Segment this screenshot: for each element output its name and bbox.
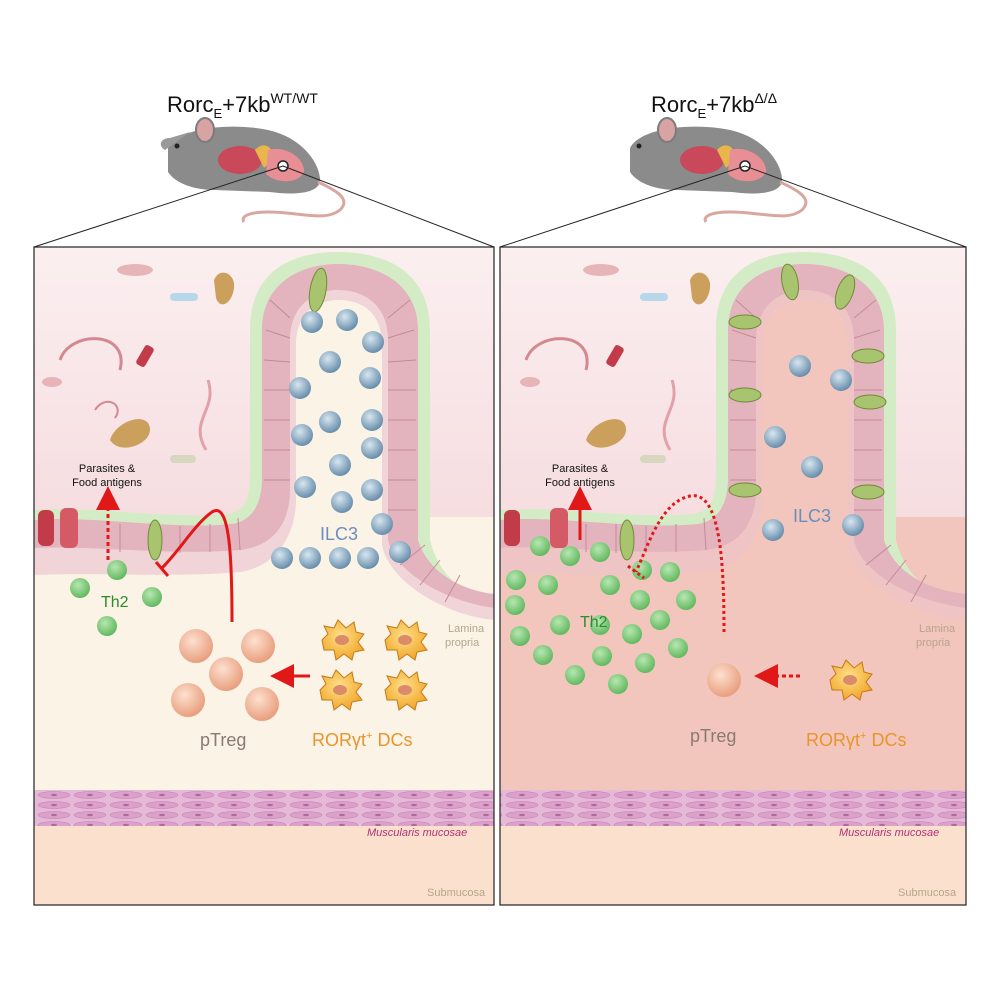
th2-cells [70, 560, 162, 636]
ptreg-label: pTreg [200, 730, 246, 750]
rorgt-dcs-label: RORγt+ DCs [806, 730, 906, 750]
ilc3-label: ILC3 [793, 506, 831, 526]
muscularis-mucosae-label: Muscularis mucosae [839, 827, 939, 839]
submucosa-label: Submucosa [898, 887, 957, 899]
submucosa-label: Submucosa [427, 887, 486, 899]
rorgt-dc-cells [829, 659, 873, 701]
ilc3-cells [271, 309, 411, 569]
mouse-illustration [160, 117, 346, 223]
food-antigens-label: Food antigens [545, 477, 615, 489]
rorgt-dc-cells [319, 619, 428, 711]
panel-title: RorcE+7kbWT/WT [167, 90, 318, 121]
panel-wild-type: RorcE+7kbWT/WT [33, 90, 495, 906]
panel-title: RorcE+7kbΔ/Δ [651, 90, 777, 121]
rorgt-dcs-label: RORγt+ DCs [312, 730, 412, 750]
parasites-label: Parasites & [552, 463, 609, 475]
ptreg-cells [707, 663, 741, 697]
ptreg-cells [171, 629, 279, 721]
ilc3-cells [762, 355, 864, 541]
mouse-illustration [630, 117, 808, 223]
lamina-propria-label: Lamina [919, 623, 956, 635]
muscularis-mucosae-label: Muscularis mucosae [367, 827, 467, 839]
microbes [42, 264, 235, 463]
ptreg-label: pTreg [690, 726, 736, 746]
th2-cells [505, 536, 696, 694]
microbes [520, 264, 711, 463]
lamina-propria-label: Lamina [448, 623, 485, 635]
th2-label: Th2 [580, 614, 608, 631]
panel-knockout: RorcE+7kbΔ/Δ [499, 90, 967, 906]
ilc3-label: ILC3 [320, 524, 358, 544]
th2-label: Th2 [101, 594, 129, 611]
food-antigens-label: Food antigens [72, 477, 142, 489]
lamina-propria-label-2: propria [916, 637, 951, 649]
lamina-propria-label-2: propria [445, 637, 480, 649]
goblet-cells [619, 263, 887, 561]
parasites-label: Parasites & [79, 463, 136, 475]
